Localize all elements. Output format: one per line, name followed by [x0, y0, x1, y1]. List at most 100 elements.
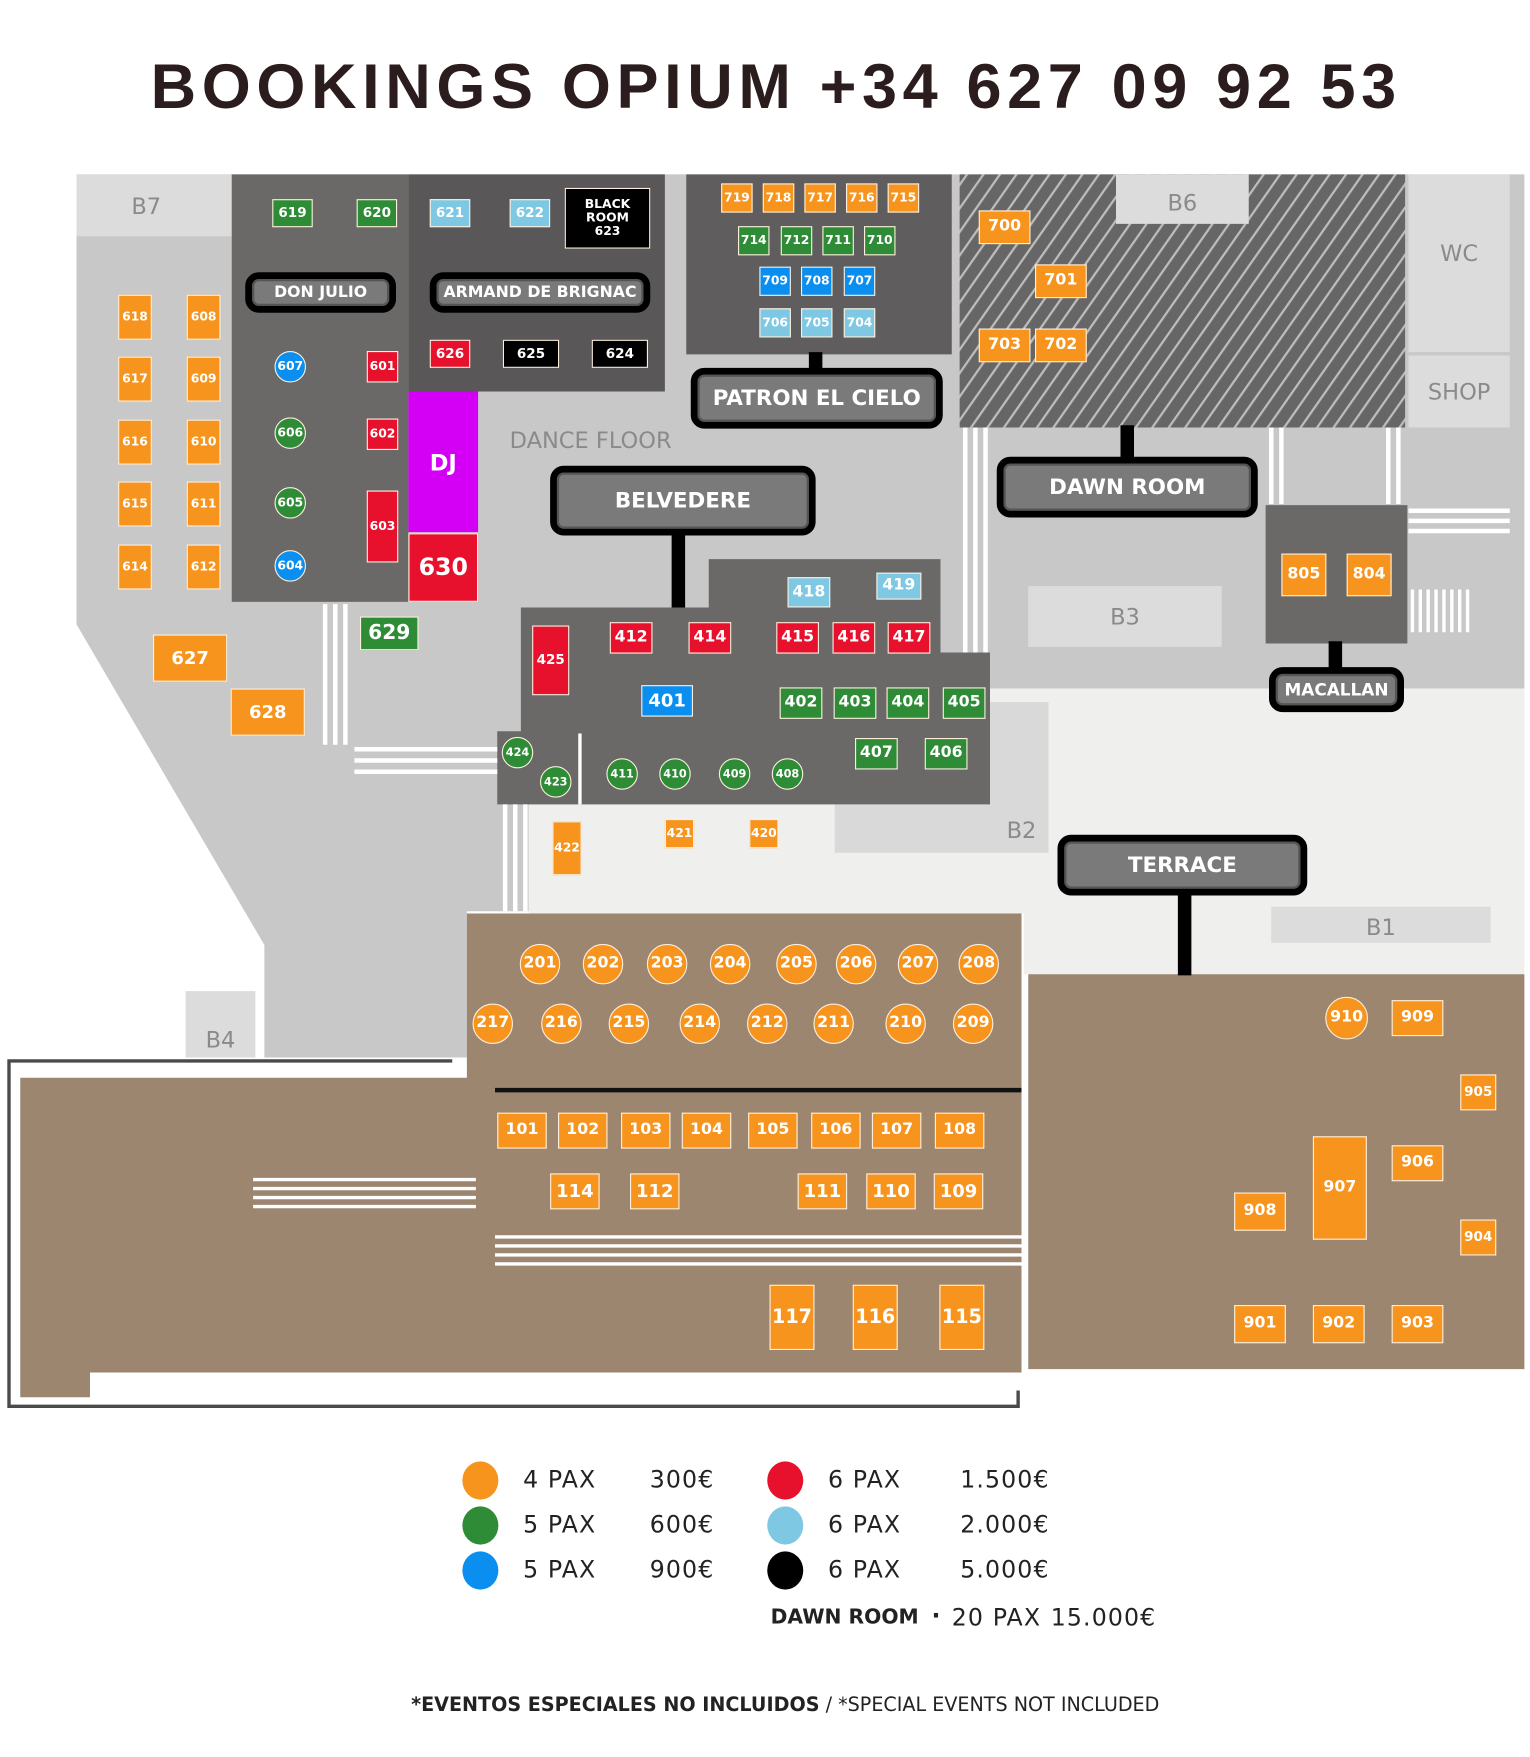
table-701[interactable]: 701	[1035, 264, 1087, 299]
table-908[interactable]: 908	[1234, 1192, 1286, 1231]
table-703[interactable]: 703	[978, 328, 1031, 363]
table-111[interactable]: 111	[797, 1173, 848, 1210]
table-609[interactable]: 609	[186, 356, 221, 402]
table-105[interactable]: 105	[748, 1112, 798, 1149]
table-706[interactable]: 706	[759, 308, 791, 338]
table-710[interactable]: 710	[864, 226, 896, 256]
table-417[interactable]: 417	[887, 622, 931, 654]
table-406[interactable]: 406	[924, 738, 968, 770]
table-904[interactable]: 904	[1460, 1219, 1497, 1256]
table-409[interactable]: 409	[718, 758, 751, 790]
table-106[interactable]: 106	[811, 1112, 861, 1149]
table-804[interactable]: 804	[1346, 553, 1392, 597]
table-805[interactable]: 805	[1281, 553, 1327, 597]
table-715[interactable]: 715	[887, 183, 920, 213]
table-210[interactable]: 210	[885, 1003, 926, 1044]
table-203[interactable]: 203	[646, 943, 688, 985]
table-104[interactable]: 104	[681, 1112, 732, 1149]
table-702[interactable]: 702	[1035, 328, 1087, 363]
table-217[interactable]: 217	[472, 1003, 513, 1044]
table-110[interactable]: 110	[866, 1173, 916, 1210]
table-901[interactable]: 901	[1234, 1305, 1286, 1344]
table-421[interactable]: 421	[664, 819, 695, 849]
table-402[interactable]: 402	[779, 687, 823, 719]
table-212[interactable]: 212	[747, 1003, 788, 1044]
table-416[interactable]: 416	[832, 622, 876, 654]
table-610[interactable]: 610	[186, 419, 221, 465]
table-204[interactable]: 204	[709, 943, 751, 985]
table-209[interactable]: 209	[952, 1003, 994, 1044]
table-718[interactable]: 718	[762, 183, 795, 213]
table-602[interactable]: 602	[366, 418, 399, 450]
table-711[interactable]: 711	[822, 226, 854, 256]
table-712[interactable]: 712	[780, 226, 813, 256]
table-603[interactable]: 603	[366, 490, 399, 563]
table-201[interactable]: 201	[519, 943, 561, 985]
table-704[interactable]: 704	[843, 308, 876, 338]
table-906[interactable]: 906	[1391, 1145, 1444, 1182]
table-606[interactable]: 606	[274, 417, 306, 449]
table-101[interactable]: 101	[497, 1112, 547, 1149]
table-612[interactable]: 612	[186, 544, 221, 590]
table-903[interactable]: 903	[1391, 1305, 1444, 1344]
table-419[interactable]: 419	[876, 572, 922, 600]
table-410[interactable]: 410	[659, 758, 691, 790]
table-905[interactable]: 905	[1460, 1074, 1497, 1111]
table-615[interactable]: 615	[118, 481, 152, 527]
table-705[interactable]: 705	[801, 308, 833, 338]
table-608[interactable]: 608	[186, 294, 221, 340]
table-108[interactable]: 108	[934, 1112, 985, 1149]
table-716[interactable]: 716	[846, 183, 878, 213]
table-611[interactable]: 611	[186, 481, 221, 527]
table-117[interactable]: 117	[769, 1284, 815, 1350]
table-617[interactable]: 617	[118, 356, 152, 402]
table-630[interactable]: 630	[408, 533, 479, 602]
table-215[interactable]: 215	[608, 1003, 650, 1044]
table-607[interactable]: 607	[274, 351, 306, 383]
table-910[interactable]: 910	[1325, 996, 1368, 1040]
table-202[interactable]: 202	[582, 943, 624, 985]
table-902[interactable]: 902	[1312, 1305, 1365, 1344]
table-107[interactable]: 107	[871, 1112, 922, 1149]
table-207[interactable]: 207	[897, 943, 939, 985]
table-909[interactable]: 909	[1391, 1000, 1444, 1037]
table-616[interactable]: 616	[118, 419, 152, 465]
table-425[interactable]: 425	[532, 625, 570, 696]
table-601[interactable]: 601	[366, 351, 399, 383]
table-211[interactable]: 211	[813, 1003, 854, 1044]
table-709[interactable]: 709	[759, 266, 791, 296]
table-103[interactable]: 103	[621, 1112, 671, 1149]
table-405[interactable]: 405	[942, 687, 986, 719]
table-714[interactable]: 714	[738, 226, 770, 256]
table-114[interactable]: 114	[550, 1173, 600, 1210]
table-700[interactable]: 700	[978, 210, 1031, 245]
table-407[interactable]: 407	[855, 738, 898, 770]
table-415[interactable]: 415	[776, 622, 819, 654]
table-708[interactable]: 708	[801, 266, 833, 296]
table-206[interactable]: 206	[835, 943, 877, 985]
table-707[interactable]: 707	[843, 266, 876, 296]
table-414[interactable]: 414	[688, 622, 732, 654]
table-401[interactable]: 401	[641, 685, 693, 717]
table-625[interactable]: 625	[502, 339, 560, 368]
table-717[interactable]: 717	[804, 183, 836, 213]
table-629[interactable]: 629	[360, 616, 419, 651]
table-620[interactable]: 620	[356, 199, 398, 228]
table-626[interactable]: 626	[429, 339, 471, 368]
table-628[interactable]: 628	[230, 688, 305, 736]
table-618[interactable]: 618	[118, 294, 152, 340]
table-418[interactable]: 418	[787, 577, 831, 608]
table-208[interactable]: 208	[958, 943, 999, 985]
table-622[interactable]: 622	[509, 199, 551, 228]
table-422[interactable]: 422	[552, 821, 582, 876]
table-614[interactable]: 614	[118, 544, 152, 590]
table-116[interactable]: 116	[852, 1284, 898, 1350]
table-205[interactable]: 205	[776, 943, 817, 985]
table-408[interactable]: 408	[771, 758, 804, 790]
table-719[interactable]: 719	[721, 183, 753, 213]
table-423[interactable]: 423	[540, 766, 572, 798]
table-109[interactable]: 109	[933, 1173, 984, 1210]
table-216[interactable]: 216	[541, 1003, 582, 1044]
table-907[interactable]: 907	[1312, 1136, 1367, 1240]
